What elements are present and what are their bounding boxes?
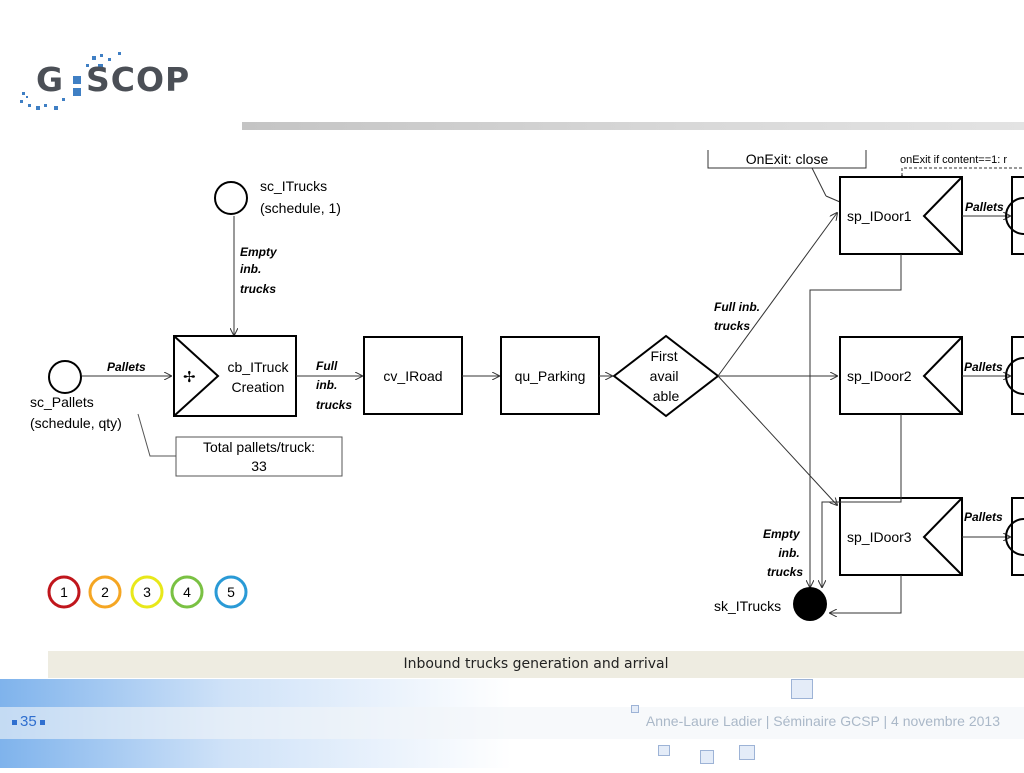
door3-label: sp_IDoor3 <box>847 529 912 545</box>
step-circle-3 <box>130 575 164 609</box>
step-number-1: 1 <box>60 584 68 600</box>
step-indicators: 1 2 3 4 5 <box>47 575 248 609</box>
source-trucks-params: (schedule, 1) <box>260 200 341 216</box>
step-circle-5 <box>214 575 248 609</box>
label-door3-out: Pallets <box>964 510 1003 524</box>
note-onexit-content: onExit if content==1: r <box>900 154 1007 166</box>
label-full-inb-trucks: Full inb. trucks <box>316 359 352 412</box>
creation-symbol-icon: ✢ <box>183 369 196 386</box>
creation-label-2: Creation <box>232 379 285 395</box>
source-pallets-params: (schedule, qty) <box>30 415 122 431</box>
header-divider <box>242 122 1024 130</box>
source-trucks-node <box>214 181 248 215</box>
label-full-inb-trucks-diag: Full inb. trucks <box>714 300 763 333</box>
sink-label: sk_ITrucks <box>714 598 781 614</box>
caption-bar <box>48 651 1024 678</box>
note-onexit-close-box <box>707 150 867 169</box>
source-pallets-name: sc_Pallets <box>30 394 94 410</box>
step-number-2: 2 <box>101 584 109 600</box>
step-number-3: 3 <box>143 584 151 600</box>
door2-block: sp_IDoor2 <box>839 336 963 415</box>
step-circle-1 <box>47 575 81 609</box>
step-number-5: 5 <box>227 584 235 600</box>
door2-label: sp_IDoor2 <box>847 368 912 384</box>
note-onexit-close: OnExit: close <box>746 151 829 167</box>
logo-word-scop: SCOP <box>86 60 191 99</box>
label-empty-inb-trucks-bottom: Empty inb. trucks <box>763 527 803 579</box>
step-circle-4 <box>170 575 204 609</box>
decision-label: First avail able <box>650 348 683 404</box>
footer-band <box>0 679 1024 768</box>
label-pallets-in: Pallets <box>107 360 146 374</box>
note-pallets-line2: 33 <box>251 458 267 474</box>
step-circle-2 <box>88 575 122 609</box>
logo-dots-icon <box>20 52 121 110</box>
edge-decision-to-door3 <box>717 375 837 505</box>
process-diagram: sc_ITrucks (schedule, 1) sc_Pallets (sch… <box>30 150 1024 621</box>
door1-block: sp_IDoor1 <box>839 176 963 255</box>
note-pallets-box <box>175 436 343 477</box>
source-trucks-name: sc_ITrucks <box>260 178 327 194</box>
label-empty-inb-trucks-top: Empty inb. trucks <box>240 245 280 296</box>
door1-label: sp_IDoor1 <box>847 208 912 224</box>
door3-block: sp_IDoor3 <box>839 497 963 576</box>
note-pallets-line1: Total pallets/truck: <box>203 439 315 455</box>
road-block <box>363 336 463 415</box>
creation-block <box>173 335 297 417</box>
diagram-caption: Inbound trucks generation and arrival <box>403 656 669 672</box>
logo-letter-g: G <box>36 60 65 99</box>
label-door2-out: Pallets <box>964 360 1003 374</box>
source-pallets-node <box>48 360 82 394</box>
sink-node <box>793 587 827 621</box>
step-number-4: 4 <box>183 584 191 600</box>
label-door1-out: Pallets <box>965 200 1004 214</box>
footer-credits: Anne-Laure Ladier | Séminaire GCSP | 4 n… <box>645 713 1000 729</box>
parking-label: qu_Parking <box>515 368 586 384</box>
gscop-logo: G SCOP <box>14 48 194 118</box>
page-number: 35 <box>9 713 48 730</box>
creation-label-1: cb_ITruck <box>228 359 290 375</box>
road-label: cv_IRoad <box>383 368 442 384</box>
edge-decision-to-door1 <box>717 213 837 377</box>
